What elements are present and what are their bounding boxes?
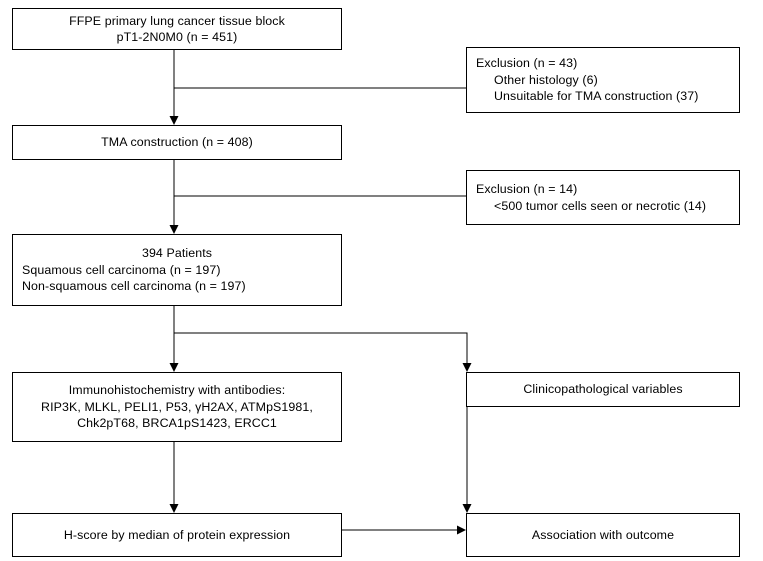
node-exclusion-2-line-2: <500 tumor cells seen or necrotic (14) [494, 198, 707, 213]
node-clinicopathological-variables-line-1: Clinicopathological variables [523, 382, 683, 397]
node-exclusion-1-line-1: Exclusion (n = 43) [476, 56, 578, 71]
node-association-with-outcome-line-1: Association with outcome [531, 527, 675, 542]
node-immunohistochemistry-line-3: Chk2pT68, BRCA1pS1423, ERCC1 [77, 416, 277, 431]
node-clinicopathological-variables: Clinicopathological variables [466, 372, 740, 407]
node-exclusion-2-line-1: Exclusion (n = 14) [476, 182, 578, 196]
arrowhead-tma-to-patients [169, 225, 179, 234]
node-exclusion-1-line-3: Unsuitable for TMA construction (37) [494, 89, 699, 104]
node-immunohistochemistry-line-2: RIP3K, MLKL, PELI1, P53, γH2AX, ATMpS198… [41, 399, 313, 414]
node-source-cohort-line-2: pT1-2N0M0 (n = 451) [116, 30, 238, 44]
node-immunohistochemistry: Immunohistochemistry with antibodies:RIP… [12, 372, 342, 442]
node-tma-construction-line-1: TMA construction (n = 408) [101, 135, 253, 150]
arrowhead-source-to-tma [169, 116, 179, 125]
node-exclusion-1-line-2: Other histology (6) [494, 72, 598, 87]
node-immunohistochemistry-line-1: Immunohistochemistry with antibodies: [68, 383, 286, 398]
arrowhead-ihc-to-hscore [169, 504, 179, 513]
node-exclusion-2: Exclusion (n = 14) <500 tumor cells seen … [466, 170, 740, 225]
node-patients-394-line-2: Squamous cell carcinoma (n = 197) [22, 262, 221, 277]
arrowhead-clinicopathological-to-association [462, 504, 472, 513]
arrowhead-patients-to-ihc [169, 363, 179, 372]
node-h-score: H-score by median of protein expression [12, 513, 342, 557]
node-exclusion-1: Exclusion (n = 43)Other histology (6) Uns… [466, 47, 740, 113]
node-patients-394-line-3: Non-squamous cell carcinoma (n = 197) [22, 279, 246, 294]
arrowhead-patients-split-stem [462, 363, 472, 372]
node-h-score-line-1: H-score by median of protein expression [63, 527, 291, 542]
node-source-cohort: FFPE primary lung cancer tissue block pT1… [12, 8, 342, 50]
node-tma-construction: TMA construction (n = 408) [12, 125, 342, 160]
node-source-cohort-line-1: FFPE primary lung cancer tissue block [69, 13, 285, 28]
arrowhead-hscore-to-association [457, 525, 466, 535]
node-association-with-outcome: Association with outcome [466, 513, 740, 557]
edge-patients-split-stem [173, 306, 468, 369]
node-patients-394-line-1: 394 Patients [141, 246, 213, 261]
